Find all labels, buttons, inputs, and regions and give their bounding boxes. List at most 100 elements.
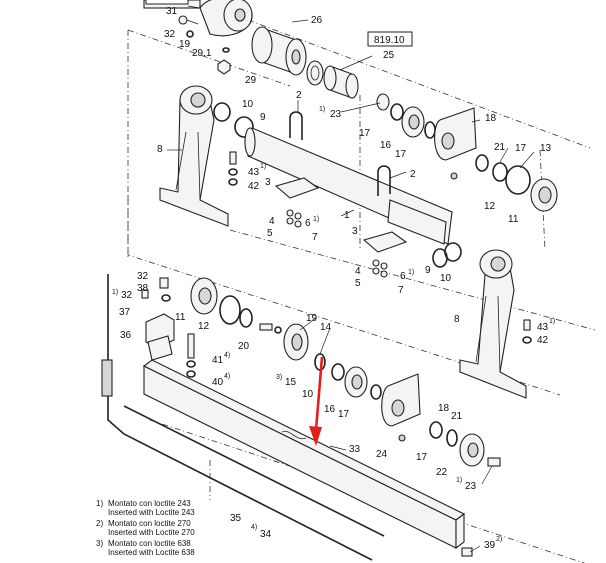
bracket-37: [145, 313, 175, 361]
label-21: 21: [494, 142, 506, 153]
label-23b-note: 1): [456, 477, 462, 484]
label-5: 5: [267, 228, 273, 239]
label-note-23: 1): [319, 106, 325, 113]
ring-17-last: [446, 429, 458, 447]
label-17c: 17: [515, 143, 527, 154]
nuts-washers-top: [286, 209, 302, 228]
bolt-39: [461, 547, 473, 557]
part-labels: 31 26 32 19 29.1 29 25 10 9 2 1) 23 17 1…: [112, 6, 555, 551]
label-43b-note: 1): [549, 318, 555, 325]
label-17b: 17: [395, 149, 407, 160]
legend-it-3: Montato con loctite 638: [108, 539, 191, 548]
label-11b: 11: [175, 312, 186, 323]
bolt-43-top: [228, 151, 238, 186]
ring-9-mid: [432, 248, 448, 268]
label-43: 43: [248, 167, 260, 178]
ring-13: [505, 165, 531, 195]
pedestal-left: [159, 85, 229, 227]
legend-en-3: Inserted with Loctite 638: [108, 548, 195, 557]
legend-en-1: Inserted with Loctite 243: [108, 508, 195, 517]
label-32: 32: [164, 29, 176, 40]
label-40: 40: [212, 377, 224, 388]
nuts-washers-bottom: [372, 259, 388, 278]
label-31: 31: [166, 6, 178, 17]
label-35: 35: [230, 513, 242, 524]
clamp-plate-bottom: [362, 231, 408, 253]
legend-entry-2: 2)Montato con loctite 270 Inserted with …: [96, 519, 195, 537]
label-16: 16: [380, 140, 392, 151]
label-37: 37: [119, 307, 131, 318]
u-bolt-top: [289, 111, 303, 140]
u-bolt-bottom: [377, 165, 391, 196]
label-6-note: 1): [313, 216, 319, 223]
top-box: [145, 0, 189, 5]
label-9: 9: [260, 112, 266, 123]
label-10b: 10: [440, 273, 452, 284]
label-29-1: 29.1: [192, 48, 212, 59]
label-42b: 42: [537, 335, 549, 346]
label-15-note: 3): [276, 374, 282, 381]
label-32c-note: 1): [112, 289, 118, 296]
label-18b: 18: [438, 403, 450, 414]
label-7b: 7: [398, 285, 404, 296]
label-42: 42: [248, 181, 260, 192]
legend-it-1: Montato con loctite 243: [108, 499, 191, 508]
label-24: 24: [376, 449, 388, 460]
bearing-16-bottom: [344, 366, 368, 398]
ring-17-bottom: [370, 384, 382, 400]
ring-21-top: [475, 154, 489, 172]
support-beam-33: [142, 359, 466, 550]
flange-14: [283, 323, 309, 361]
label-12: 12: [484, 201, 496, 212]
label-2b: 2: [410, 169, 416, 180]
label-10c: 10: [302, 389, 314, 400]
label-18: 18: [485, 113, 497, 124]
bearing-11-top: [530, 178, 558, 212]
label-23: 23: [330, 109, 342, 120]
bearing-bush: [306, 60, 359, 99]
legend-num-3: 3): [96, 539, 104, 548]
label-38: 38: [137, 283, 149, 294]
label-23b: 23: [465, 481, 477, 492]
label-9b: 9: [425, 265, 431, 276]
bearing-16-top: [401, 106, 425, 138]
ring-16-inner: [331, 363, 345, 381]
label-21b: 21: [451, 411, 463, 422]
small-bolt-top: [178, 15, 231, 75]
red-indicator-arrow: [309, 356, 324, 446]
ring-21-bottom: [429, 421, 443, 439]
label-29: 29: [245, 75, 257, 86]
label-12b: 12: [198, 321, 210, 332]
label-8: 8: [157, 144, 163, 155]
end-flange-22: [459, 433, 485, 467]
label-8b: 8: [454, 314, 460, 325]
label-39: 39: [484, 540, 496, 551]
label-22: 22: [436, 467, 448, 478]
assembly-center-lines: [127, 19, 596, 563]
top-motor-flange: [143, 0, 253, 37]
label-43-note: 1): [260, 163, 266, 170]
label-34-note: 4): [251, 524, 257, 531]
label-26: 26: [311, 15, 323, 26]
bearing-housing-18-top: [434, 107, 477, 161]
label-33: 33: [349, 444, 361, 455]
legend-num-1: 1): [96, 499, 104, 508]
ring-small-bottom: [239, 308, 253, 328]
label-4b: 4: [355, 266, 361, 277]
label-20: 20: [238, 341, 250, 352]
label-41: 41: [212, 355, 224, 366]
bolt-41-40: [186, 333, 196, 378]
label-6: 6: [305, 218, 311, 229]
bolt-32-38: [141, 277, 171, 302]
label-34: 34: [260, 529, 272, 540]
pedestal-right: [459, 249, 527, 399]
label-5b: 5: [355, 278, 361, 289]
label-6b-note: 1): [408, 269, 414, 276]
label-6b: 6: [400, 271, 406, 282]
legend-num-2: 2): [96, 519, 104, 528]
bolt-20: [259, 323, 282, 334]
label-1: 1: [344, 210, 350, 221]
ring-17-right: [492, 162, 508, 182]
label-41-note: 4): [224, 352, 230, 359]
